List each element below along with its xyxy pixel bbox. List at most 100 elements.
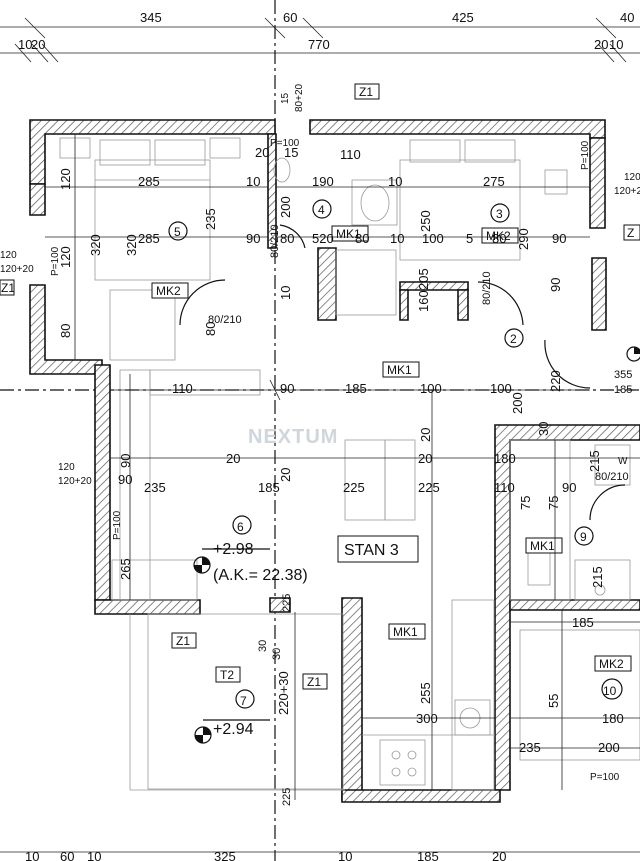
note-door-room4: 80/210 [269,224,281,258]
dim-250: 250 [418,210,433,232]
dim-top2-20b: 20 [594,37,608,52]
note-window-60: 15 [280,92,291,104]
dim-200-bal: 30 [257,640,269,652]
dim-235: 235 [203,208,218,230]
dim-10-d: 205 [416,268,431,290]
dim-235-bal: 220+30 [276,671,291,715]
dim-top-40: 40 [620,10,634,25]
room-number-7: 7 [240,694,247,708]
note-w-symbol: W [618,456,628,467]
bottom-dimension-chain: 10 60 10 325 10 185 20 [0,849,640,861]
dim-75-r: 215 [587,450,602,472]
label-t2: T2 [220,668,234,682]
dim-220: 185 [614,384,632,396]
room-number-4: 4 [318,203,325,217]
label-z1-kitchen: Z1 [307,675,321,689]
dim-320-a: 320 [88,234,103,256]
dim-90-r: 90 [552,231,566,246]
label-z-right: Z [627,226,634,240]
level-markers: +2.98 (A.K.= 22.38) +2.94 [193,346,640,744]
label-mk1-kitchen: MK1 [393,625,418,639]
dim-275: 275 [483,174,505,189]
room-number-9: 9 [580,530,587,544]
dim-top2-770: 770 [308,37,330,52]
dim-bot-10a: 10 [25,849,39,861]
dim-90-b: 100 [420,381,442,396]
dim-60-top: 15 [284,145,298,160]
dim-80-left: 80 [58,324,73,338]
note-p100-top: P=100 [270,138,300,149]
dim-bot-20: 20 [492,849,506,861]
dim-300: 180 [602,711,624,726]
dim-40: 160 [416,290,431,312]
dim-180-l: 90 [118,454,133,468]
dim-520: 520 [312,231,334,246]
note-window-right-120-20: 120+20 [614,186,640,197]
dim-160: 90 [548,278,563,292]
dim-200-bath: 200 [278,196,293,218]
room-number-10: 10 [603,684,617,698]
dim-120-left: 120 [58,168,73,190]
dim-80-d: 80 [203,322,218,336]
top-dimension-chains: 345 60 425 40 10 20 770 20 10 [0,10,640,63]
dim-20-a: 20 [255,145,269,160]
dim-90-mid: 10 [278,286,293,300]
note-window-left-120: 120 [0,250,17,261]
dim-135: 235 [144,480,166,495]
dim-5: 5 [466,231,473,246]
room7-level: +2.94 [213,721,254,738]
label-z1-top: Z1 [359,85,373,99]
dim-205: 110 [172,381,193,396]
label-mk2-room10: MK2 [599,657,624,671]
dim-top2-20: 20 [31,37,45,52]
dim-100-b: 220 [548,370,563,392]
dim-355-c: 20 [278,468,293,482]
dim-120-left-b: 120 [58,246,73,268]
dim-bot-10c: 10 [338,849,352,861]
note-window-80-20: 80+20 [294,83,305,112]
note-p100-room6: P=100 [112,510,123,540]
dim-80-a: 80 [355,231,369,246]
dim-70: 215 [590,566,605,588]
dim-80-b: 80 [492,231,506,246]
dim-100-a: 100 [422,231,444,246]
label-mk2-room5: MK2 [156,284,181,298]
dim-top-60: 60 [283,10,297,25]
dim-180-r: 90 [562,480,576,495]
note-p100-room10: P=100 [590,772,620,783]
dim-75-l: 265 [118,558,133,580]
dim-10-b: 10 [388,174,402,189]
label-z1-balcony: Z1 [176,634,190,648]
dim-bot-10b: 10 [87,849,101,861]
dim-180-b: 200 [598,740,620,755]
dim-15-l: 90 [118,472,132,487]
dim-225-a: 75 [518,496,533,510]
dim-355-a: 20 [226,451,240,466]
dim-185-b: 20 [418,451,432,466]
dim-185-d: 300 [416,711,438,726]
dim-20-c: 110 [494,480,515,495]
dim-225-b: 75 [546,496,561,510]
dim-110-mid: 185 [345,381,367,396]
dim-10-a: 10 [246,174,260,189]
dim-30-bal-b: 225 [281,788,293,806]
room6-level: +2.98 [213,541,254,558]
label-mk1-bath: MK1 [336,227,361,241]
dim-30-mid: 225 [343,480,365,495]
room-number-6: 6 [237,520,244,534]
apartment-label: STAN 3 [344,542,399,559]
room-number-2: 2 [510,332,517,346]
dim-185-a: 100 [490,381,512,396]
label-mk1-bath9: MK1 [530,539,555,553]
dim-185-c: 225 [418,480,440,495]
note-door-room9: 80/210 [595,471,629,483]
dim-90-r2: 30 [536,422,551,436]
dim-55: 235 [519,740,541,755]
dim-30-bal-a: 225 [281,594,293,612]
label-mk1-living: MK1 [387,363,412,377]
note-door-room5: 80/210 [208,314,242,326]
dim-285-a: 285 [138,174,160,189]
dim-220-30: 30 [271,648,283,660]
room-number-3: 3 [496,207,503,221]
dim-200-mid: 185 [258,480,280,495]
